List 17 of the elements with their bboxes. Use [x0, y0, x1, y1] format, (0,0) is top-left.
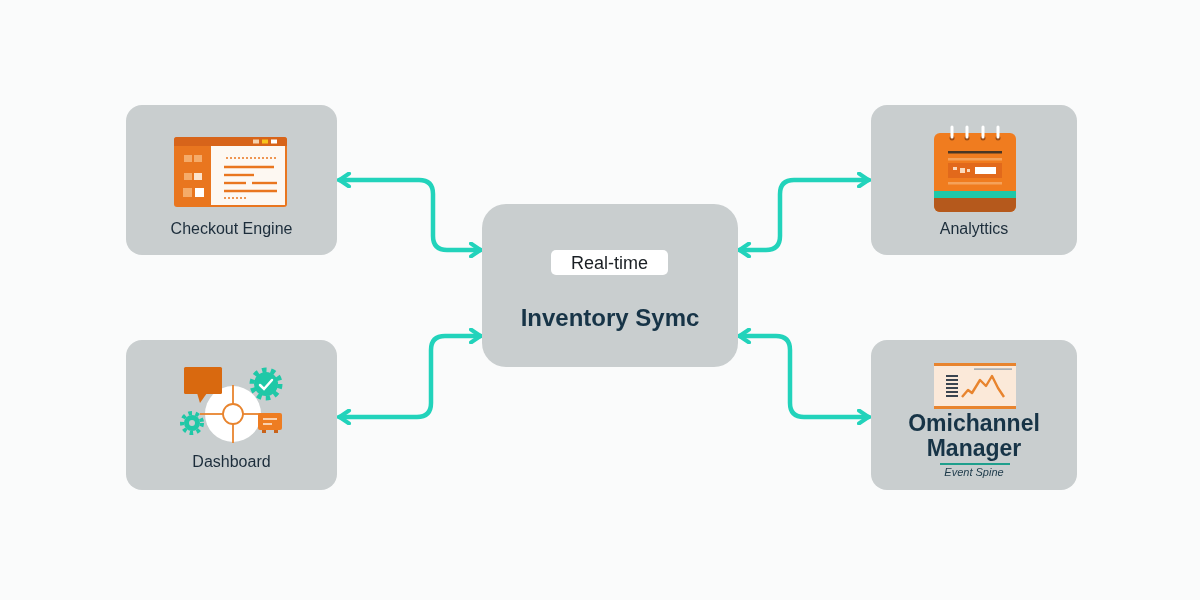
- hub-box: [482, 204, 738, 367]
- process-box: [871, 340, 1077, 490]
- process-box: [126, 105, 337, 255]
- tag-box: [551, 250, 668, 275]
- connector-arrow: [736, 171, 872, 259]
- node-label: Analyttics: [939, 219, 1009, 239]
- node-label: Dashboard: [192, 452, 271, 472]
- node-label: Inventory Symc: [520, 304, 700, 332]
- node-label: Checkout Engine: [170, 219, 293, 239]
- process-box: [871, 105, 1077, 255]
- node-title: Omichannel Manager: [907, 411, 1041, 461]
- connector-arrow: [736, 327, 872, 426]
- process-box: [126, 340, 337, 490]
- connector-arrow: [336, 327, 484, 426]
- subtitle-text: Event Spine: [944, 466, 1004, 478]
- connector-arrow: [336, 171, 484, 259]
- tag-text: Real-time: [571, 252, 648, 273]
